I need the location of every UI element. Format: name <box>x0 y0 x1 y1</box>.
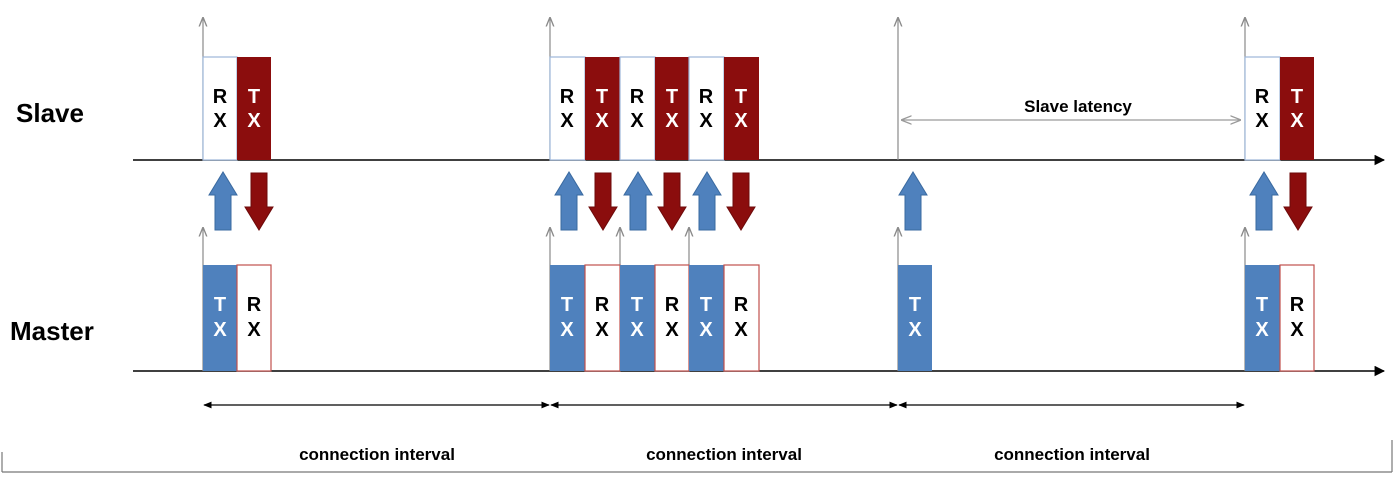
master-tx-letter-top: T <box>214 294 226 316</box>
slave-tx-letter-bottom: X <box>665 110 679 132</box>
master-tx-packet <box>550 265 585 371</box>
connection-interval-label: connection interval <box>299 445 455 464</box>
slave-rx-packet <box>619 56 656 161</box>
slave-tx-letter-bottom: X <box>734 110 748 132</box>
slave-latency-label: Slave latency <box>1024 97 1132 116</box>
master-tx-packet <box>898 265 932 371</box>
master-tx-packet <box>689 265 724 371</box>
slave-rx-letter-bottom: X <box>213 110 227 132</box>
master-tx-packet <box>1245 265 1280 371</box>
master-to-slave-arrow <box>554 171 584 231</box>
master-tx-packet <box>620 265 655 371</box>
slave-rx-packet <box>1244 56 1281 161</box>
master-rx-letter-top: R <box>665 294 680 316</box>
master-tx-letter-top: T <box>561 294 573 316</box>
master-to-slave-arrow <box>692 171 722 231</box>
master-rx-packet <box>236 264 272 372</box>
slave-rx-letter-top: R <box>1255 86 1270 108</box>
slave-rx-letter-bottom: X <box>560 110 574 132</box>
master-rx-letter-bottom: X <box>734 319 748 341</box>
slave-tx-packet <box>237 57 271 160</box>
master-row-label: Master <box>10 316 94 346</box>
master-rx-packet <box>1279 264 1315 372</box>
slave-tx-letter-top: T <box>1291 86 1303 108</box>
slave-tx-letter-bottom: X <box>595 110 609 132</box>
slave-tx-packet <box>585 57 620 160</box>
connection-event-2: R X T X R X T X R X T X T X R X T X R <box>549 56 760 372</box>
master-rx-packet <box>654 264 690 372</box>
slave-rx-packet <box>688 56 725 161</box>
master-tx-letter-bottom: X <box>213 319 227 341</box>
master-to-slave-arrow <box>208 171 238 231</box>
master-tx-letter-bottom: X <box>908 319 922 341</box>
master-tx-letter-bottom: X <box>1255 319 1269 341</box>
master-rx-letter-bottom: X <box>665 319 679 341</box>
bottom-frame <box>1 440 1393 473</box>
master-tx-letter-bottom: X <box>630 319 644 341</box>
slave-rx-packet <box>202 56 238 161</box>
connection-event-4: R X T X T X R X <box>1244 56 1315 372</box>
master-rx-letter-top: R <box>247 294 262 316</box>
slave-to-master-arrow <box>726 172 756 231</box>
master-tx-letter-top: T <box>631 294 643 316</box>
master-rx-letter-bottom: X <box>1290 319 1304 341</box>
master-tx-letter-bottom: X <box>699 319 713 341</box>
slave-tx-letter-top: T <box>666 86 678 108</box>
slave-tx-packet <box>724 57 759 160</box>
master-rx-packet <box>723 264 760 372</box>
slave-rx-letter-bottom: X <box>630 110 644 132</box>
connection-event-3: Slave latency T X <box>898 97 1240 371</box>
slave-to-master-arrow <box>588 172 618 231</box>
slave-tx-packet <box>1280 57 1314 160</box>
slave-to-master-arrow <box>1283 172 1313 231</box>
master-to-slave-arrow <box>898 171 928 231</box>
connection-event-1: R X T X T X R X <box>202 56 274 372</box>
slave-row-label: Slave <box>16 98 84 128</box>
slave-tx-letter-top: T <box>735 86 747 108</box>
master-rx-letter-top: R <box>1290 294 1305 316</box>
slave-tx-letter-top: T <box>596 86 608 108</box>
slave-rx-letter-top: R <box>213 86 228 108</box>
slave-rx-letter-top: R <box>630 86 645 108</box>
connection-interval-markers: connection interval connection interval … <box>203 401 1245 464</box>
slave-tx-letter-bottom: X <box>247 110 261 132</box>
master-to-slave-arrow <box>623 171 653 231</box>
slave-rx-packet <box>549 56 586 161</box>
slave-to-master-arrow <box>657 172 687 231</box>
slave-to-master-arrow <box>244 172 274 231</box>
connection-interval-label: connection interval <box>646 445 802 464</box>
connection-interval-label: connection interval <box>994 445 1150 464</box>
slave-tx-letter-top: T <box>248 86 260 108</box>
master-tx-letter-top: T <box>1256 294 1268 316</box>
master-tx-letter-top: T <box>700 294 712 316</box>
master-rx-letter-top: R <box>734 294 749 316</box>
slave-rx-letter-bottom: X <box>1255 110 1269 132</box>
slave-tx-packet <box>655 57 689 160</box>
master-tx-packet <box>203 265 237 371</box>
master-rx-packet <box>584 264 621 372</box>
slave-tx-letter-bottom: X <box>1290 110 1304 132</box>
master-rx-letter-bottom: X <box>595 319 609 341</box>
slave-rx-letter-top: R <box>699 86 714 108</box>
master-rx-letter-top: R <box>595 294 610 316</box>
slave-rx-letter-bottom: X <box>699 110 713 132</box>
master-tx-letter-top: T <box>909 294 921 316</box>
slave-rx-letter-top: R <box>560 86 575 108</box>
master-tx-letter-bottom: X <box>560 319 574 341</box>
master-to-slave-arrow <box>1249 171 1279 231</box>
master-rx-letter-bottom: X <box>247 319 261 341</box>
